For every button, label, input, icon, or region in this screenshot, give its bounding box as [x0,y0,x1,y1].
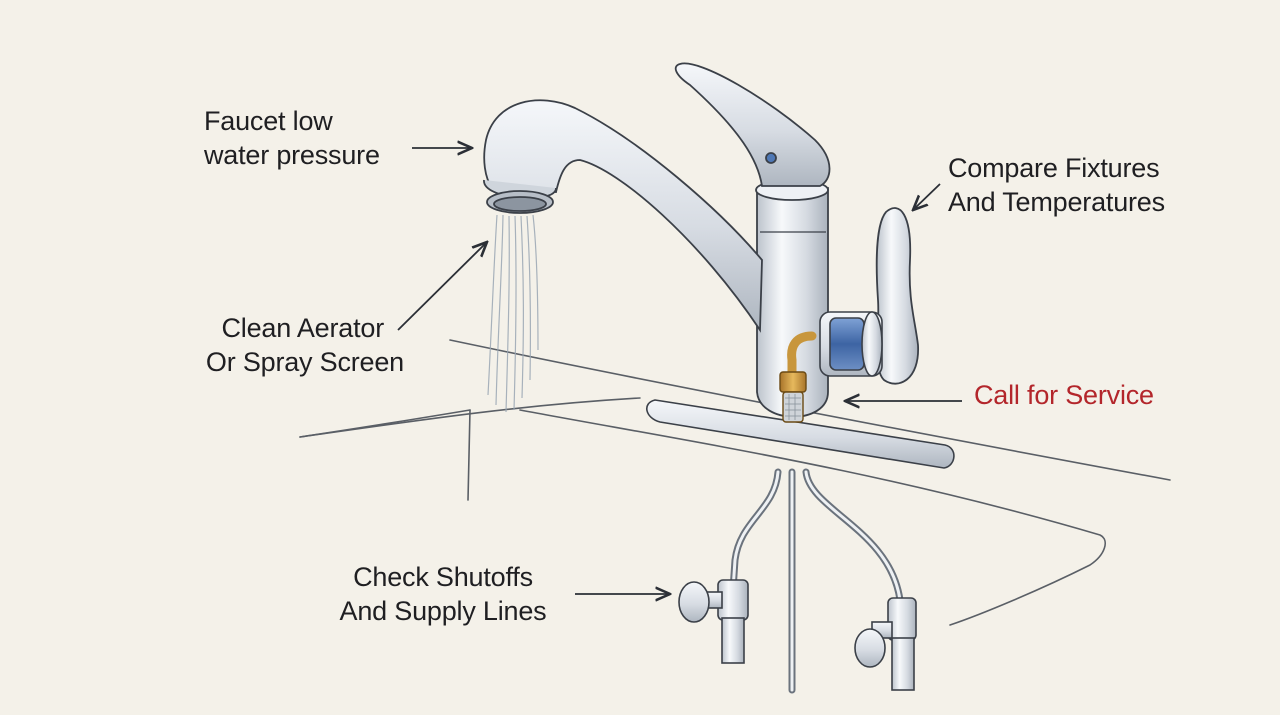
label-clean-aerator-line2: Or Spray Screen [205,347,404,377]
label-compare-fixtures-line2: And Temperatures [948,187,1165,217]
label-compare-fixtures-line1: Compare Fixtures [948,153,1160,183]
label-call-for-service-text: Call for Service [974,380,1154,410]
side-handle [875,207,919,385]
left-shutoff-valve [678,579,749,664]
label-low-water-pressure-line1: Faucet low [204,106,333,136]
arrow-compare [913,183,941,210]
sink-outline [299,339,1171,626]
deck-plate [646,399,955,469]
right-shutoff-valve [854,597,917,691]
brass-filter [779,331,817,423]
label-clean-aerator: Clean Aerator Or Spray Screen [176,311,404,379]
label-check-shutoffs-line1: Check Shutoffs [353,562,533,592]
arrow-aerator [397,242,487,331]
label-check-shutoffs: Check Shutoffs And Supply Lines [318,560,568,628]
label-call-for-service: Call for Service [974,378,1154,412]
label-check-shutoffs-line2: And Supply Lines [339,596,547,626]
label-low-water-pressure: Faucet low water pressure [204,104,380,172]
faucet-spout [483,99,763,333]
water-stream [487,214,539,413]
label-clean-aerator-line1: Clean Aerator [221,313,385,343]
cartridge [819,311,883,377]
label-low-water-pressure-line2: water pressure [204,140,380,170]
label-compare-fixtures: Compare Fixtures And Temperatures [948,151,1165,219]
lever-handle [674,62,831,187]
